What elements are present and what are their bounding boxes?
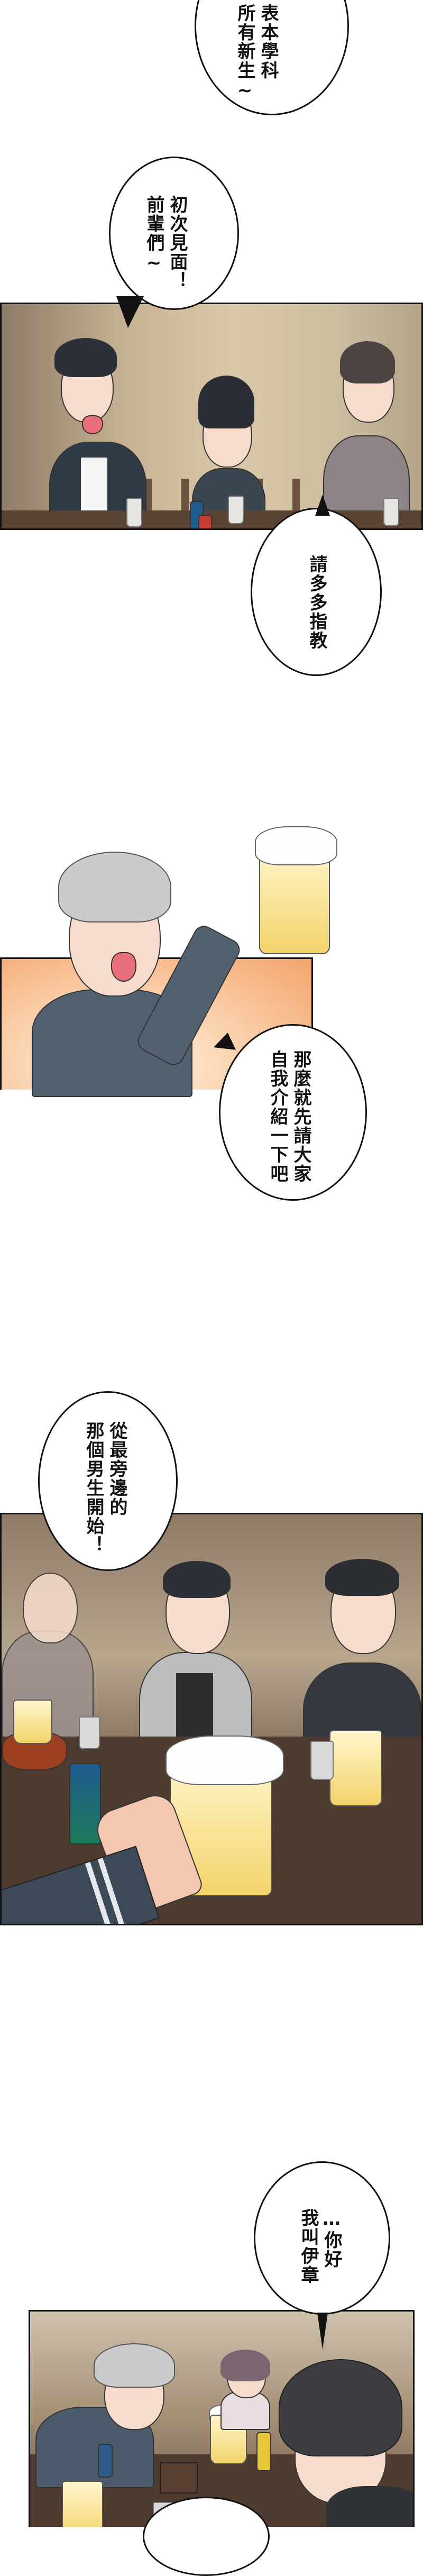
bubble-tail: [116, 296, 144, 328]
speech-bubble-1: 表本學科 所有新生~: [195, 0, 349, 115]
bubble-text: 表本學科 所有新生~: [234, 4, 279, 102]
bubble-text: 初次見面！ 前輩們~: [143, 195, 188, 290]
panel-freshmen-standing: [0, 303, 423, 530]
pov-beer-foam: [165, 1735, 284, 1785]
bubble-text: …你好 我叫伊章: [298, 2208, 342, 2285]
can-yellow: [256, 2432, 271, 2471]
speech-bubble-3: 請多多指教: [251, 508, 382, 676]
front-man-hair: [279, 2359, 402, 2456]
bubble-text: 從最旁邊的 那個男生開始！: [83, 1421, 127, 1555]
panel-introduction: [29, 2310, 415, 2527]
senior-hair-silver: [58, 852, 171, 922]
glass: [310, 1741, 334, 1780]
right-beer-glass: [329, 1730, 382, 1806]
bar-table: [2, 510, 421, 528]
freshman-3-hair: [340, 341, 395, 383]
senior-character: [32, 830, 275, 1097]
can-blue-green: [69, 1763, 101, 1844]
freshman-1-mouth: [82, 415, 103, 434]
senior-mouth: [111, 952, 136, 982]
bubble-text: 那麼就先請大家 自我介紹一下吧: [267, 1050, 311, 1183]
left-student-face: [23, 1573, 78, 1643]
speech-bubble-5: 從最旁邊的 那個男生開始！: [38, 1391, 178, 1571]
glass: [79, 1716, 100, 1749]
freshman-1-hair: [54, 338, 117, 377]
middle-student-inner-shirt: [176, 1673, 213, 1747]
side-beer-glass: [13, 1700, 52, 1744]
can-blue: [98, 2444, 113, 2478]
bubble-tail: [315, 495, 330, 516]
bubble-tail: [317, 2313, 328, 2350]
tall-beer-glass: [62, 2481, 103, 2527]
tissue-box: [160, 2462, 198, 2493]
speech-bubble-7-partial: [143, 2497, 270, 2576]
right-student-hair: [325, 1559, 399, 1596]
glass: [126, 498, 142, 527]
front-man-shirt: [326, 2486, 413, 2527]
glass: [383, 498, 399, 526]
speech-bubble-4: 那麼就先請大家 自我介紹一下吧: [219, 1024, 367, 1201]
speech-bubble-2: 初次見面！ 前輩們~: [109, 157, 239, 310]
beer-foam: [255, 826, 337, 865]
glass: [228, 496, 244, 524]
middle-student-hair: [163, 1561, 231, 1598]
bubble-text: 請多多指教: [306, 555, 327, 650]
panel-pov-toast: [0, 1513, 423, 1925]
speech-bubble-6: …你好 我叫伊章: [254, 2161, 390, 2315]
freshman-2-cap: [198, 376, 254, 428]
senior-hair-silver: [94, 2343, 175, 2388]
woman-hair: [220, 2350, 270, 2381]
can-red: [198, 515, 212, 528]
